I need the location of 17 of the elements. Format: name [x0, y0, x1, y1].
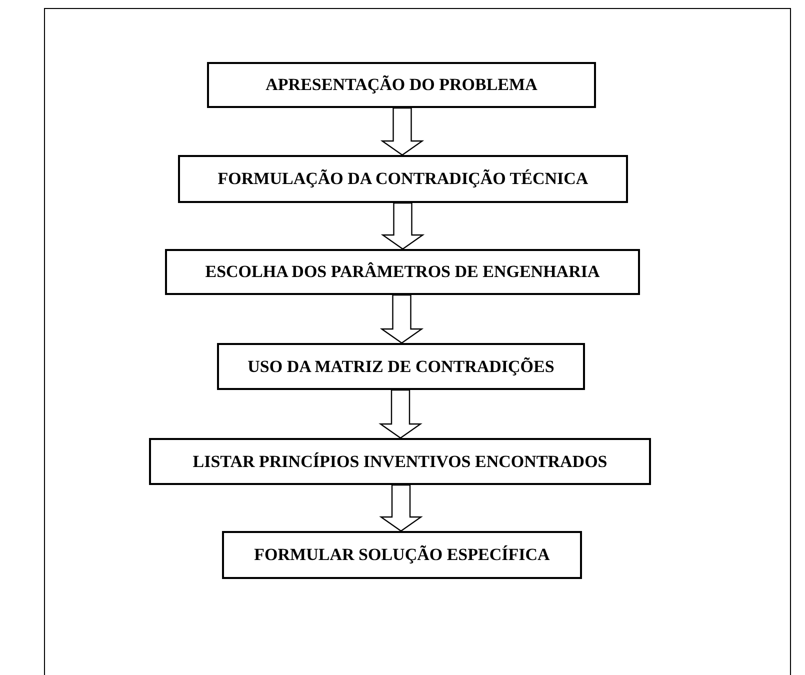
process-box — [165, 249, 640, 295]
step-text: LISTAR PRINCÍPIOS INVENTIVOS ENCONTRADOS — [192, 450, 608, 473]
step-text: FORMULAR SOLUÇÃO ESPECÍFICA — [254, 544, 550, 566]
hollow-arrow — [378, 389, 422, 439]
hollow-arrow — [380, 107, 424, 156]
hollow-arrow — [380, 202, 425, 250]
process-box — [178, 155, 628, 203]
process-box — [207, 62, 596, 108]
step-text: USO DA MATRIZ DE CONTRADIÇÕES — [248, 356, 554, 378]
step-text: FORMULAÇÃO DA CONTRADIÇÃO TÉCNICA — [218, 168, 588, 190]
hollow-arrow — [379, 484, 423, 532]
process-box — [217, 343, 585, 390]
process-box — [222, 531, 582, 579]
process-box — [149, 438, 651, 485]
step-text: ESCOLHA DOS PARÂMETROS DE ENGENHARIA — [205, 261, 600, 284]
step-text: APRESENTAÇÃO DO PROBLEMA — [266, 74, 538, 96]
hollow-arrow — [380, 294, 424, 344]
